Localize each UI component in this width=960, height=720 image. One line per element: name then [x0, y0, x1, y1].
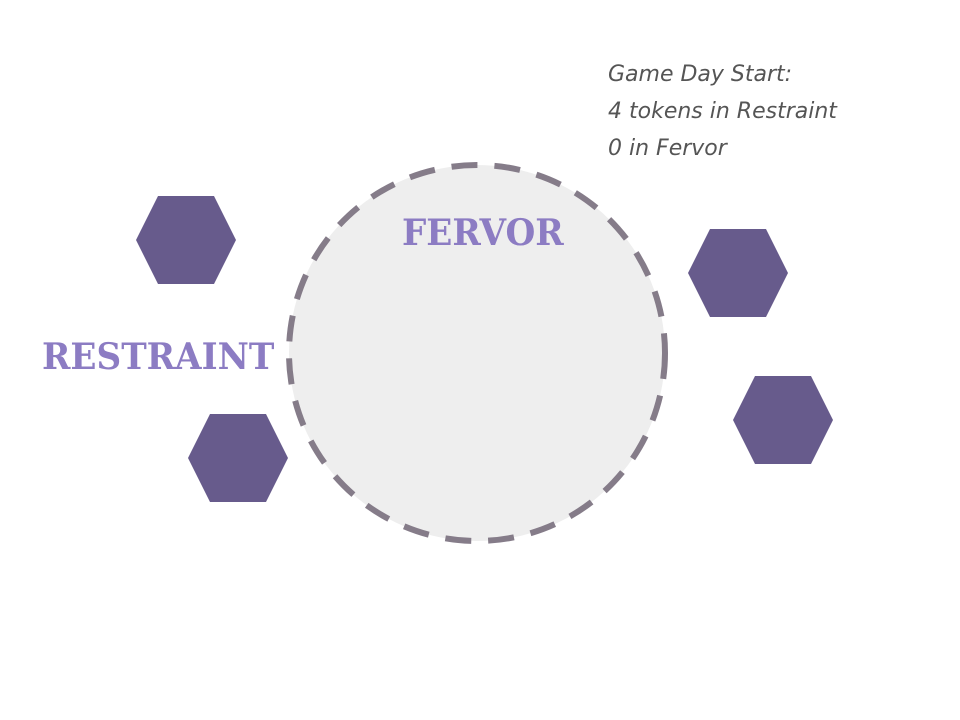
fervor-label: FERVOR — [402, 212, 564, 254]
token-hexagon[interactable] — [688, 229, 788, 317]
token-hexagon[interactable] — [188, 414, 288, 502]
restraint-label: RESTRAINT — [42, 336, 275, 378]
fervor-zone-circle — [286, 162, 668, 544]
note-line: 0 in Fervor — [608, 136, 727, 161]
game-day-note: Game Day Start: 4 tokens in Restraint 0 … — [608, 56, 837, 167]
note-line: Game Day Start: — [608, 62, 793, 87]
token-hexagon[interactable] — [733, 376, 833, 464]
token-hexagon[interactable] — [136, 196, 236, 284]
note-line: 4 tokens in Restraint — [608, 99, 837, 124]
